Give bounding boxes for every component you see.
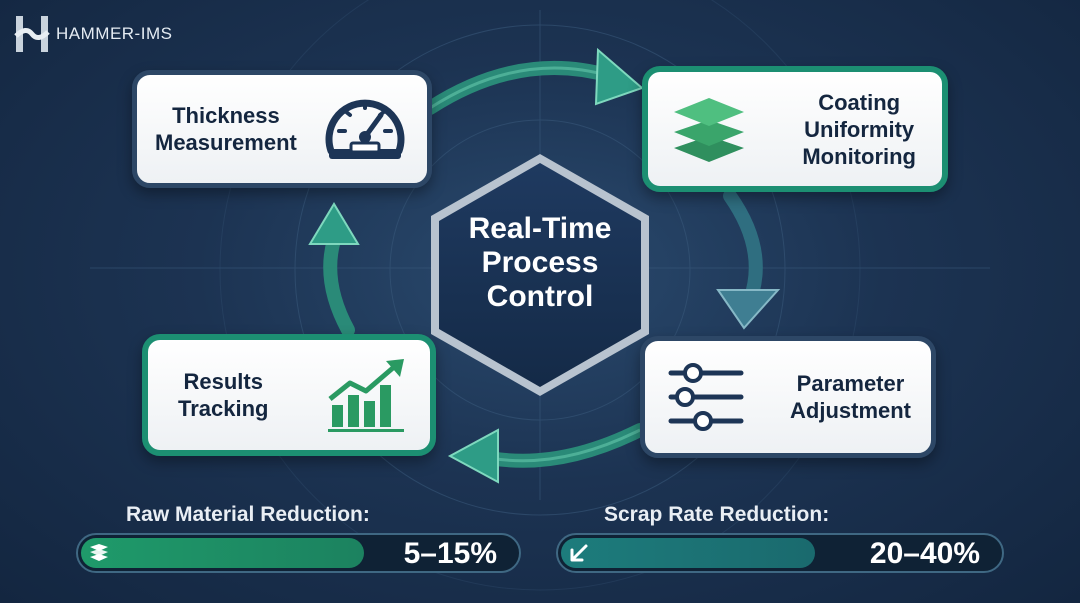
- arrowhead-left: [308, 202, 360, 245]
- card-thickness-measurement: Thickness Measurement: [132, 70, 432, 188]
- arrow-top: [423, 61, 617, 115]
- arrow-left: [323, 233, 355, 337]
- card-thickness-label: Thickness Measurement: [155, 103, 297, 155]
- arrowhead-right: [716, 289, 781, 330]
- arrowhead-bottom: [447, 428, 499, 484]
- scrap-rate-bar-fill: [561, 538, 815, 568]
- scrap-rate-reduction-value: 20–40%: [869, 537, 980, 570]
- gauge-icon: [325, 99, 405, 159]
- raw-material-reduction-title: Raw Material Reduction:: [126, 503, 370, 526]
- center-hexagon: [431, 154, 649, 396]
- scrap-rate-reduction-title: Scrap Rate Reduction:: [604, 503, 830, 526]
- raw-material-reduction-bar: 5–15%: [76, 533, 521, 573]
- center-title: Real-Time Process Control: [468, 212, 612, 313]
- growth-chart-icon: [328, 359, 404, 432]
- card-coating-label: Coating Uniformity Monitoring: [802, 89, 916, 169]
- card-parameter-adjustment: Parameter Adjustment: [640, 336, 936, 458]
- hammer-logo-icon: [14, 16, 50, 52]
- layers-icon: [674, 98, 744, 162]
- card-results-label: Results Tracking: [178, 369, 269, 421]
- brand-logo: HAMMER-IMS: [14, 14, 172, 54]
- shrink-arrow-icon: [570, 544, 588, 562]
- card-coating-uniformity: Coating Uniformity Monitoring: [642, 66, 948, 192]
- raw-material-bar-fill: [81, 538, 364, 568]
- brand-name: HAMMER-IMS: [56, 24, 173, 43]
- arrowhead-top: [594, 47, 644, 106]
- scrap-rate-reduction-bar: 20–40%: [556, 533, 1004, 573]
- layers-icon: [90, 544, 108, 561]
- sliders-icon: [668, 363, 744, 431]
- card-results-tracking: Results Tracking: [142, 334, 436, 456]
- card-parameter-label: Parameter Adjustment: [790, 371, 911, 423]
- arrow-right: [723, 189, 763, 307]
- raw-material-reduction-value: 5–15%: [403, 537, 497, 570]
